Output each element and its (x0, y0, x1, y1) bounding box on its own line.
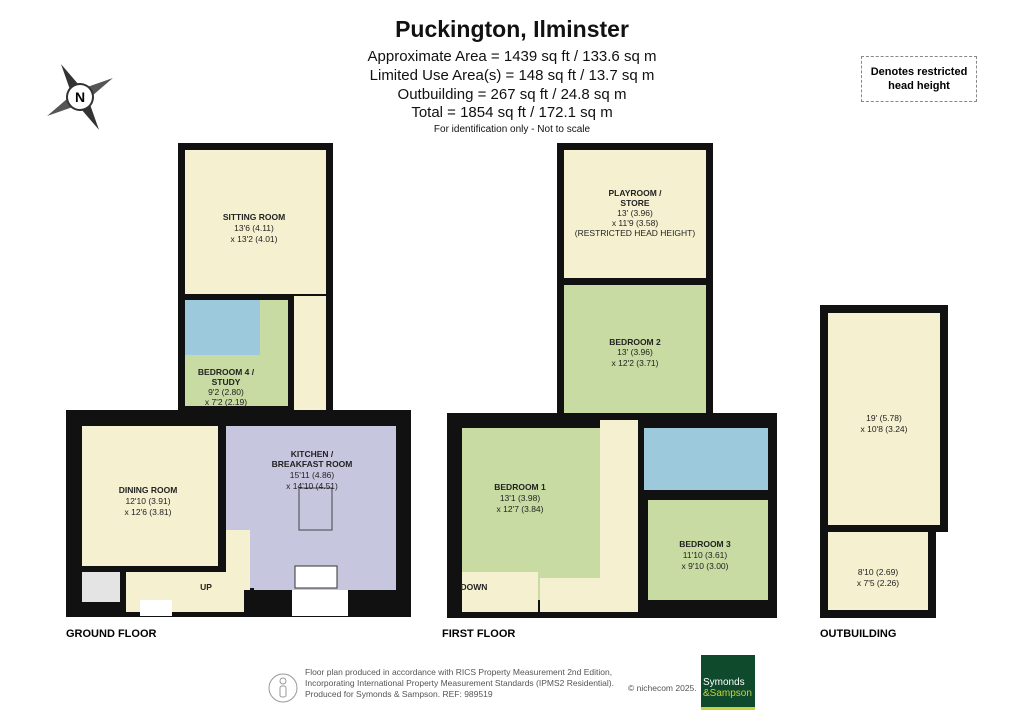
limited-use-area: Limited Use Area(s) = 148 sq ft / 13.7 s… (369, 67, 655, 84)
hall (294, 296, 326, 410)
shower-room (185, 300, 260, 355)
room-label: UP (200, 582, 212, 592)
wall (140, 600, 172, 616)
room-label: x 14'10 (4.51) (286, 481, 338, 491)
cupboard (82, 572, 120, 602)
room-label: x 10'8 (3.24) (861, 424, 908, 434)
room-label: x 12'7 (3.84) (497, 504, 544, 514)
dining-room (82, 426, 218, 566)
room-label: PLAYROOM / (608, 188, 662, 198)
room-label: STORE (620, 198, 649, 208)
room-label: x 11'9 (3.58) (612, 218, 659, 228)
copyright: © nichecom 2025. (628, 683, 697, 693)
outbuilding-plan: 19' (5.78) x 10'8 (3.24) 8'10 (2.69) x 7… (820, 305, 948, 618)
first-floor-plan: PLAYROOM / STORE 13' (3.96) x 11'9 (3.58… (447, 143, 777, 618)
room-label: 9'2 (2.80) (208, 387, 244, 397)
outbuilding-area: Outbuilding = 267 sq ft / 24.8 sq m (397, 86, 627, 103)
first-floor-label: FIRST FLOOR (442, 628, 516, 640)
compass-icon: N (47, 64, 113, 130)
outbuilding-label: OUTBUILDING (820, 628, 897, 640)
room-label: x 7'5 (2.26) (857, 578, 899, 588)
ground-floor-label: GROUND FLOOR (66, 628, 157, 640)
landing (600, 420, 638, 612)
room-label: 13' (3.96) (617, 208, 653, 218)
room-label: x 13'2 (4.01) (231, 234, 278, 244)
room-label: 19' (5.78) (866, 413, 902, 423)
bedroom-2 (564, 285, 706, 413)
outbuilding-store (828, 532, 928, 610)
approx-area: Approximate Area = 1439 sq ft / 133.6 sq… (367, 48, 657, 65)
room-label: BEDROOM 3 (679, 539, 731, 549)
wall (540, 578, 600, 612)
room-label: 11'10 (3.61) (683, 550, 728, 560)
sitting-room (185, 150, 326, 294)
room-label: 13'1 (3.98) (500, 493, 541, 503)
total-area: Total = 1854 sq ft / 172.1 sq m (411, 104, 613, 121)
footer-text: Floor plan produced in accordance with R… (305, 667, 614, 699)
outbuilding-main (828, 313, 940, 525)
room-label: (RESTRICTED HEAD HEIGHT) (575, 228, 696, 238)
room-label: SITTING ROOM (223, 212, 285, 222)
stairs-down (462, 572, 538, 612)
room-label: 13' (3.96) (617, 347, 653, 357)
room-label: x 7'2 (2.19) (205, 397, 247, 407)
ground-floor-plan: SITTING ROOM 13'6 (4.11) x 13'2 (4.01) B… (66, 143, 411, 617)
room-label: BEDROOM 4 / (198, 367, 255, 377)
restricted-height-key: Denotes restricted head height (861, 56, 977, 102)
room-label: BREAKFAST ROOM (272, 459, 353, 469)
bedroom-3 (648, 500, 768, 600)
playroom (564, 150, 706, 278)
room-label: DINING ROOM (119, 485, 178, 495)
compass-north-label: N (75, 89, 85, 105)
kitchen-island (298, 487, 333, 531)
bedroom-1 (462, 428, 600, 600)
room-label: 13'6 (4.11) (234, 223, 274, 233)
room-label: 12'10 (3.91) (125, 496, 170, 506)
room-label: x 12'2 (3.71) (612, 358, 659, 368)
room-label: x 12'6 (3.81) (125, 507, 172, 517)
bathroom (644, 428, 768, 490)
room-label: KITCHEN / (291, 449, 334, 459)
disclaimer: For identification only - Not to scale (433, 124, 591, 135)
room-label: 15'11 (4.86) (290, 470, 335, 480)
sink (294, 565, 338, 589)
page-title: Puckington, Ilminster (395, 16, 629, 42)
room-label: BEDROOM 2 (609, 337, 661, 347)
room-label: DOWN (461, 582, 488, 592)
room-label: x 9'10 (3.00) (682, 561, 729, 571)
room-label: BEDROOM 1 (494, 482, 546, 492)
wall (226, 530, 250, 590)
room-label: 8'10 (2.69) (858, 567, 899, 577)
wall (292, 590, 348, 616)
room-label: STUDY (212, 377, 241, 387)
symonds-sampson-logo: Symonds&Sampson (701, 655, 755, 710)
